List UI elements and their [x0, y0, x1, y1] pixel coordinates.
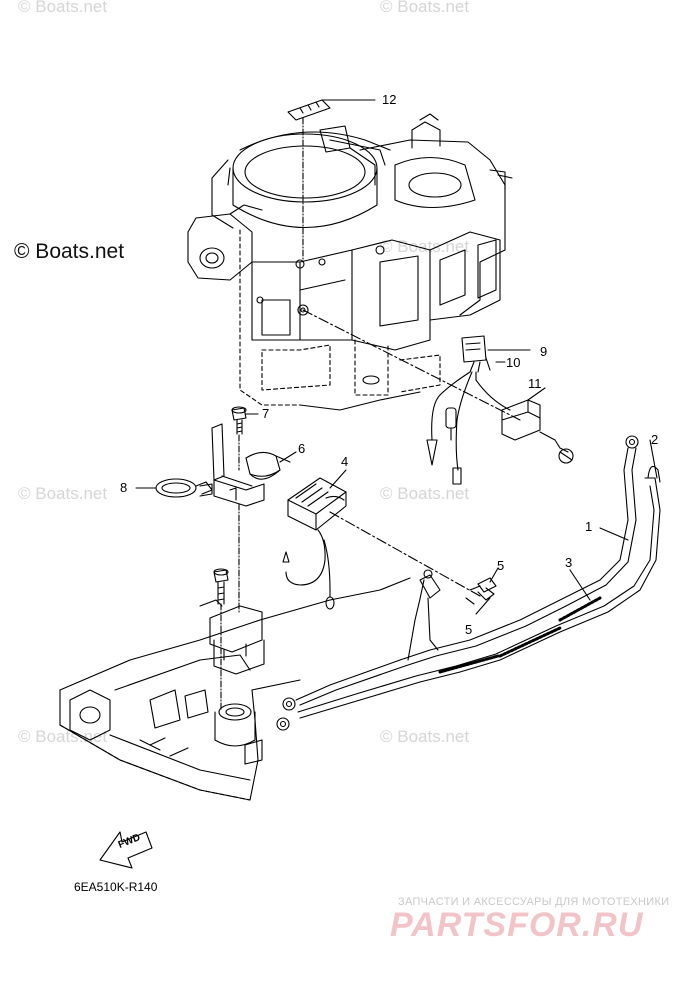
callout-2: 2 — [651, 432, 659, 447]
callout-7: 7 — [262, 406, 270, 421]
diagram-code: 6EA510K-R140 — [74, 880, 158, 894]
callout-4: 4 — [341, 454, 349, 469]
cable-harness — [276, 435, 661, 731]
callout-12: 12 — [382, 92, 397, 107]
fwd-arrow-icon — [99, 831, 153, 869]
bottom-cowling — [59, 503, 411, 801]
callout-8: 8 — [120, 480, 128, 495]
callout-3: 3 — [565, 555, 573, 570]
callout-10: 10 — [506, 355, 521, 370]
watermark-top-center: © Boats.net — [380, 0, 470, 16]
part-12-clip — [287, 99, 376, 263]
callout-1: 1 — [585, 519, 593, 534]
callout-5-upper: 5 — [497, 558, 505, 573]
engine-block — [187, 113, 513, 411]
watermark-top-left: © Boats.net — [18, 0, 108, 16]
brand-tagline: ЗАПЧАСТИ И АКСЕССУАРЫ ДЛЯ МОТОТЕХНИКИ — [398, 896, 670, 908]
part-8-clamp — [135, 478, 213, 498]
callout-5-lower: 5 — [465, 622, 473, 637]
part-11-bracket — [501, 387, 574, 464]
watermark-mid-right: © Boats.net — [380, 484, 470, 503]
part-7-bolt — [231, 406, 259, 471]
callout-9: 9 — [540, 344, 548, 359]
watermark-main: © Boats.net — [14, 240, 125, 263]
watermark-mid-right-top: © Boats.net — [380, 237, 470, 256]
part-6-clamp — [245, 451, 297, 480]
watermark-bottom-left: © Boats.net — [18, 727, 108, 746]
watermark-bottom-right: © Boats.net — [380, 727, 470, 746]
watermark-mid-left: © Boats.net — [18, 484, 108, 503]
brand-logo: PARTSFOR.RU — [390, 906, 644, 944]
part-5-bolts — [465, 567, 499, 615]
callout-11: 11 — [528, 376, 542, 391]
part-bracket-assembly — [199, 423, 265, 507]
part-4-rectifier — [282, 469, 347, 610]
callout-6: 6 — [298, 441, 306, 456]
